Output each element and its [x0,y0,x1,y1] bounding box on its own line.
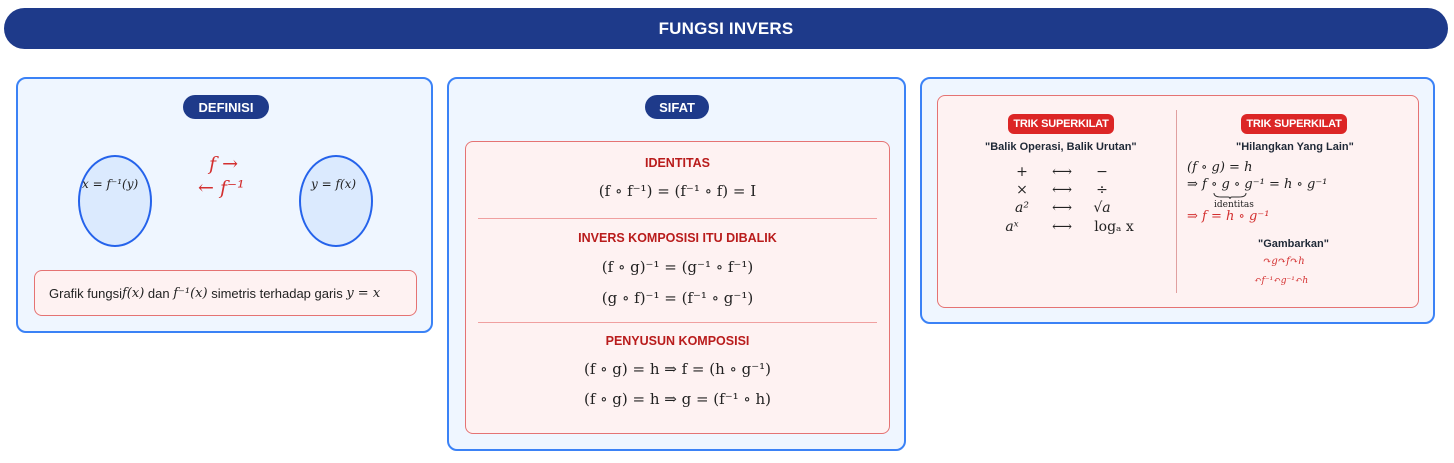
page-title: FUNGSI INVERS [4,8,1448,49]
codomain-set-label: y = f(x) [311,177,357,191]
column-divider [1176,110,1177,293]
sifat-content: IDENTITAS (f ∘ f⁻¹) = (f⁻¹ ∘ f) = I INVE… [465,141,890,434]
formula-penyusun-1: (f ∘ g) = h ⇒ f = (h ∘ g⁻¹) [583,360,772,378]
formula-penyusun-2: (f ∘ g) = h ⇒ g = (f⁻¹ ∘ h) [583,390,772,408]
trik-content: TRIK SUPERKILAT "Balik Operasi, Balik Ur… [937,95,1419,308]
note-line: y = x [346,285,381,301]
codomain-set-ellipse [299,155,373,247]
sifat-card: SIFAT IDENTITAS (f ∘ f⁻¹) = (f⁻¹ ∘ f) = … [447,77,906,451]
definisi-badge: DEFINISI [183,95,269,119]
op-arrow: ⟷ [1051,164,1073,180]
forward-map-arrow: f → [209,153,238,175]
section-title-penyusun: PENYUSUN KOMPOSISI [605,334,750,348]
quote-hilangkan: "Hilangkan Yang Lain" [1236,141,1354,153]
trik-badge-right: TRIK SUPERKILAT [1241,114,1347,134]
formula-invers-komposisi-2: (g ∘ f)⁻¹ = (f⁻¹ ∘ g⁻¹) [601,289,754,307]
formula-invers-komposisi-1: (f ∘ g)⁻¹ = (g⁻¹ ∘ f⁻¹) [601,258,754,276]
op-right: − [1096,164,1108,180]
quote-balik-operasi: "Balik Operasi, Balik Urutan" [985,141,1137,153]
section-title-identitas: IDENTITAS [644,156,711,170]
op-left: a² [1015,200,1029,216]
op-right: √a [1093,200,1111,216]
section-divider [478,322,877,323]
inverse-map-arrow: ← f⁻¹ [198,177,245,199]
note-finv: f⁻¹(x) [173,285,208,301]
underbrace-icon [1213,192,1247,200]
trik-card: TRIK SUPERKILAT "Balik Operasi, Balik Ur… [920,77,1435,324]
formula-identitas: (f ∘ f⁻¹) = (f⁻¹ ∘ f) = I [598,182,757,200]
step-3: ⇒ f = h ∘ g⁻¹ [1187,209,1270,224]
op-left: + [1016,164,1028,180]
op-arrow: ⟷ [1051,219,1073,235]
op-right: logₐ x [1094,219,1134,235]
domain-set-label: x = f⁻¹(y) [82,177,139,191]
step-1: (f ∘ g) = h [1187,160,1253,175]
trik-badge-left: TRIK SUPERKILAT [1008,114,1114,134]
quote-gambarkan: "Gambarkan" [1258,238,1329,250]
op-right: ÷ [1096,182,1108,198]
sifat-badge: SIFAT [645,95,709,119]
domain-set-ellipse [78,155,152,247]
step-2: ⇒ f ∘ g ∘ g⁻¹ = h ∘ g⁻¹ [1187,177,1328,192]
note-mid2: simetris terhadap garis [207,285,347,301]
identitas-label: identitas [1214,200,1254,210]
section-title-invers-komposisi: INVERS KOMPOSISI ITU DIBALIK [578,231,777,245]
composition-drawing-inverse: ↶f⁻¹↶g⁻¹↶h [1254,276,1309,286]
composition-drawing-forward: ↷g↷f↷h [1263,256,1305,267]
op-left: × [1016,182,1028,198]
note-fx: f(x) [121,285,145,301]
section-divider [478,218,877,219]
op-left: aˣ [1005,219,1019,235]
note-prefix: Grafik fungsi [49,285,122,301]
note-mid: dan [144,285,174,301]
definisi-card: DEFINISI x = f⁻¹(y) y = f(x) f → ← f⁻¹ G… [16,77,433,333]
op-arrow: ⟷ [1051,200,1073,216]
symmetry-note: Grafik fungsi f(x) dan f⁻¹(x) simetris t… [34,270,417,316]
op-arrow: ⟷ [1051,182,1073,198]
